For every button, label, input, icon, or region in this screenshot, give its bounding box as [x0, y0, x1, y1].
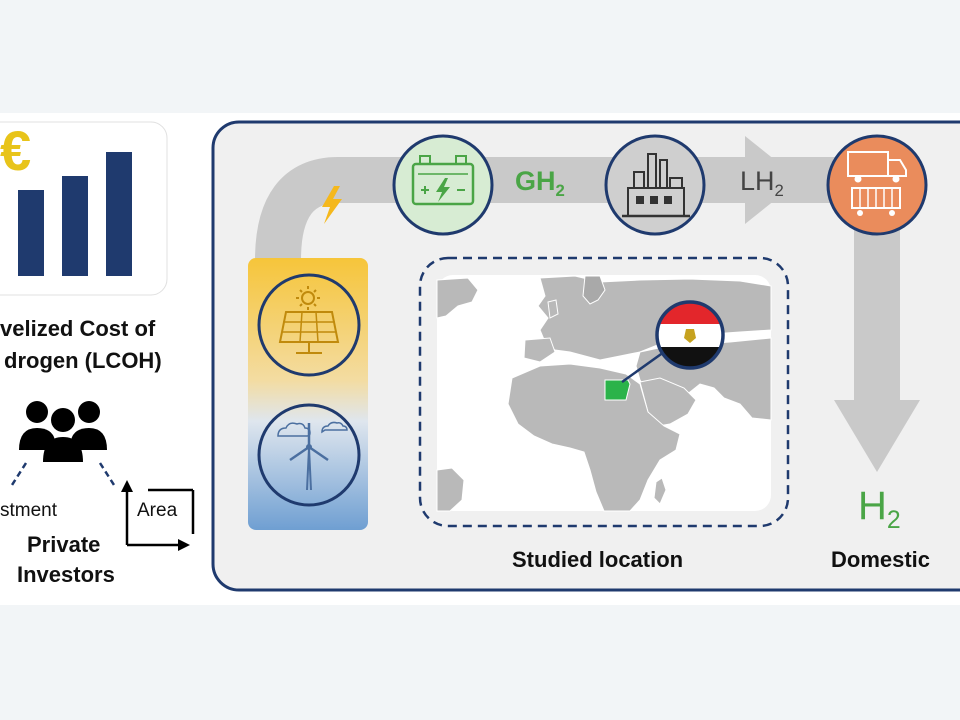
- lcoh-title-line1: velized Cost of: [0, 316, 156, 341]
- liquefaction-plant-icon: [604, 134, 706, 236]
- electrolyzer-icon: [392, 134, 494, 236]
- lightning-icon: [322, 186, 342, 224]
- h2-label: H2: [858, 484, 901, 534]
- solar-panel-icon: [257, 273, 361, 377]
- investors-title-line1: Private: [27, 532, 101, 557]
- egypt-highlight: [604, 379, 631, 401]
- flow-arrowhead: [745, 136, 800, 224]
- people-icon: [19, 401, 107, 462]
- flow-arrow-top: [255, 157, 860, 261]
- lcoh-title-line2: drogen (LCOH): [4, 348, 162, 373]
- investors-title-line2: Investors: [17, 562, 115, 587]
- investment-label: stment: [0, 500, 58, 521]
- truck-icon: [826, 134, 928, 236]
- dashed-link-left: [10, 462, 28, 486]
- dashed-link-right: [98, 462, 116, 486]
- area-label: Area: [137, 500, 178, 521]
- lh2-label: LH2: [740, 166, 784, 200]
- area-axes-icon: [125, 486, 195, 547]
- wind-turbine-icon: [257, 403, 361, 507]
- flow-arrowhead-down: [834, 400, 920, 472]
- map-frame: [418, 256, 790, 528]
- euro-icon: €: [0, 119, 32, 182]
- egypt-pointer: [621, 350, 665, 384]
- energy-sources-panel: [248, 258, 368, 530]
- bar-chart-icon: [18, 152, 132, 276]
- gh2-label: GH2: [515, 166, 565, 200]
- domestic-label: Domestic: [831, 547, 931, 572]
- map-caption: Studied location: [512, 547, 684, 572]
